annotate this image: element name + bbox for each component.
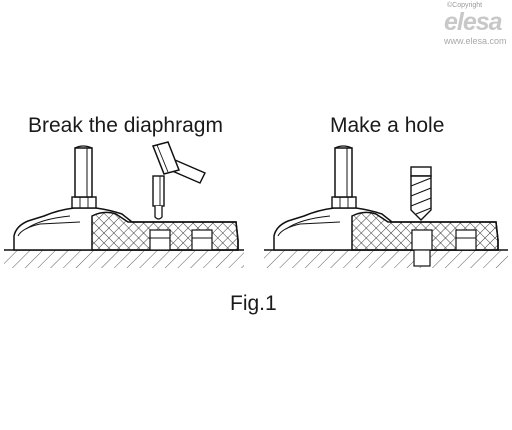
website-url: www.elesa.com	[444, 36, 507, 46]
nut	[71, 196, 97, 209]
cavity	[191, 229, 213, 251]
cavity	[149, 229, 171, 251]
rim-line	[285, 215, 331, 230]
punch-tip	[154, 206, 163, 220]
punch-body	[152, 175, 165, 207]
threaded-stem	[334, 147, 353, 198]
figure-label: Fig.1	[230, 292, 277, 315]
hammer-icon	[151, 141, 206, 184]
right-panel	[264, 145, 508, 268]
drill-bit-icon	[410, 166, 432, 221]
ground-hatch	[264, 250, 508, 268]
drilled-hole	[413, 249, 431, 267]
ground-hatch	[4, 250, 244, 268]
elesa-logo: elesa	[444, 8, 503, 36]
make-hole-caption: Make a hole	[330, 114, 445, 137]
stem-top	[74, 145, 93, 149]
cavity	[411, 229, 433, 251]
left-panel	[4, 141, 244, 268]
break-diaphragm-caption: Break the diaphragm	[28, 114, 223, 137]
stem-top	[334, 145, 353, 149]
threaded-stem	[74, 147, 93, 198]
copyright-label: ©Copyright	[447, 2, 483, 9]
nut	[331, 196, 357, 209]
cavity	[455, 229, 477, 251]
rim-line	[25, 215, 71, 230]
